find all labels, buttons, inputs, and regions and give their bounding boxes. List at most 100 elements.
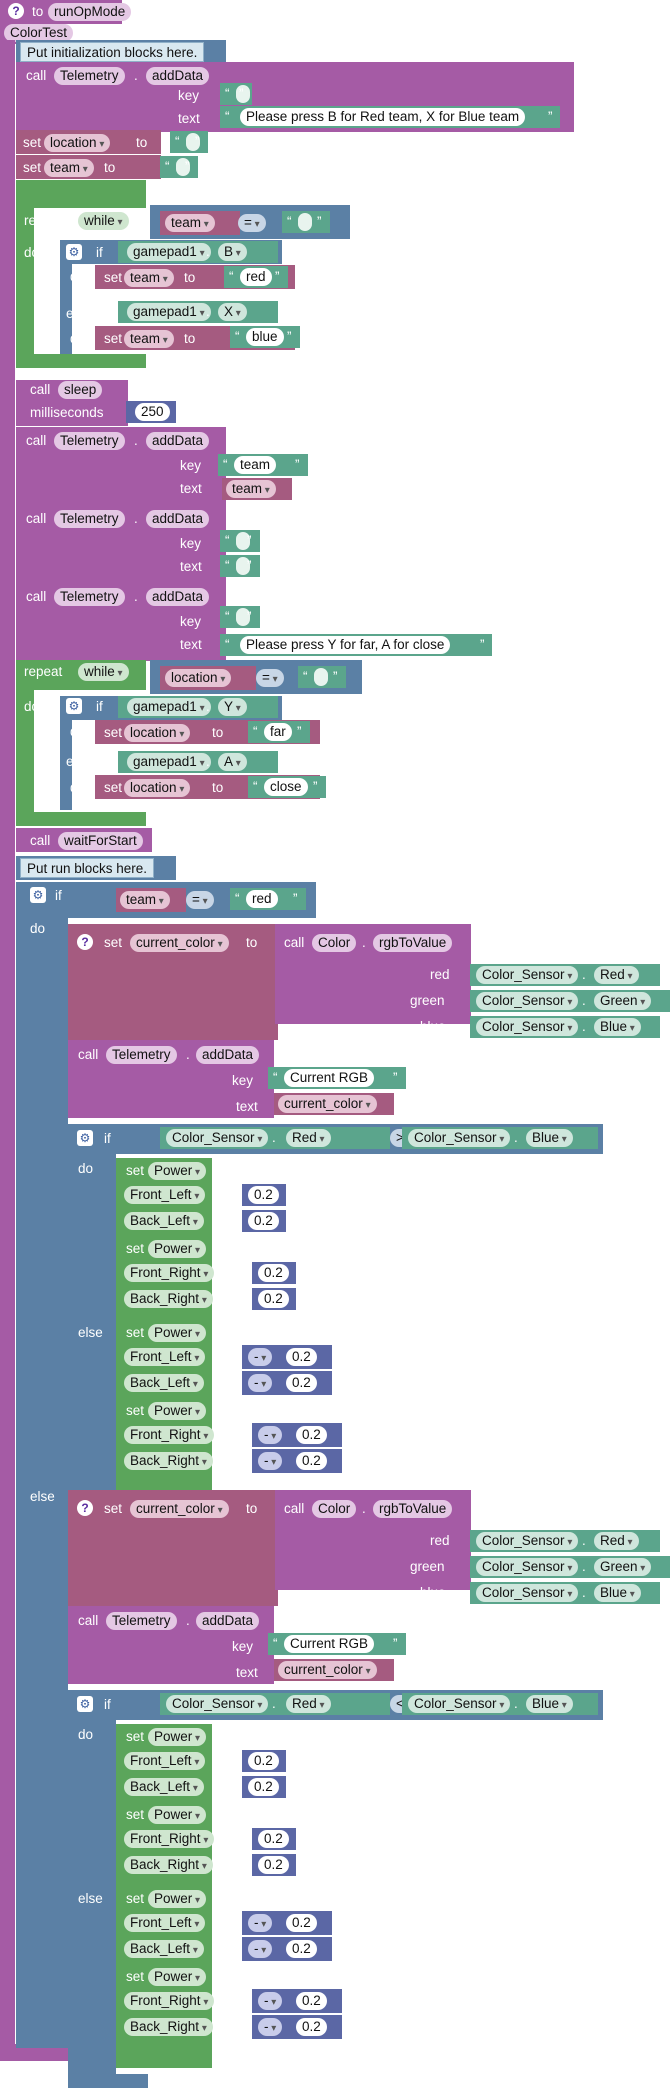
gear-icon[interactable]: ⚙ bbox=[30, 887, 46, 903]
gear-icon[interactable]: ⚙ bbox=[77, 1696, 93, 1712]
repeat-while-block[interactable] bbox=[16, 180, 146, 208]
motor-field[interactable]: Front_Left bbox=[124, 1752, 206, 1770]
team-prompt-field[interactable]: Please press B for Red team, X for Blue … bbox=[240, 108, 526, 126]
power-value-field[interactable]: 0.2 bbox=[248, 1778, 279, 1796]
procedure-name-field[interactable]: runOpMode bbox=[48, 3, 132, 21]
adddata-method-field[interactable]: addData bbox=[146, 588, 210, 606]
power-value-field[interactable]: 0.2 bbox=[248, 1186, 279, 1204]
power-property-field[interactable]: Power bbox=[148, 1728, 207, 1746]
current-color-getter-field[interactable]: current_color bbox=[278, 1661, 377, 1679]
empty-text[interactable] bbox=[298, 213, 312, 231]
motor-field[interactable]: Back_Left bbox=[124, 1778, 204, 1796]
current-color-variable-field[interactable]: current_color bbox=[130, 1500, 229, 1518]
equals-dropdown[interactable]: = bbox=[238, 214, 266, 232]
power-value-field[interactable]: 0.2 bbox=[258, 1264, 289, 1282]
negate-dropdown[interactable]: - bbox=[258, 1992, 283, 2010]
gear-icon[interactable]: ⚙ bbox=[66, 698, 82, 714]
negate-dropdown[interactable]: - bbox=[258, 2018, 283, 2036]
color-object-field[interactable]: Color bbox=[312, 1500, 357, 1518]
sensor-channel-field[interactable]: Blue bbox=[526, 1129, 573, 1147]
adddata-method-field[interactable]: addData bbox=[146, 432, 210, 450]
team-variable-field[interactable]: team bbox=[124, 269, 174, 287]
sensor-channel-field[interactable]: Red bbox=[594, 966, 639, 984]
empty-text[interactable] bbox=[314, 668, 328, 686]
color-sensor-field[interactable]: Color_Sensor bbox=[476, 1558, 579, 1576]
adddata-method-field[interactable]: addData bbox=[146, 67, 210, 85]
gamepad-field[interactable]: gamepad1 bbox=[127, 243, 211, 261]
power-value-field[interactable]: 0.2 bbox=[296, 1992, 327, 2010]
motor-field[interactable]: Front_Right bbox=[124, 1426, 215, 1444]
procedure-comment-field[interactable]: ColorTest bbox=[4, 24, 74, 42]
motor-field[interactable]: Front_Left bbox=[124, 1348, 206, 1366]
gear-icon[interactable]: ⚙ bbox=[77, 1130, 93, 1146]
negate-dropdown[interactable]: - bbox=[248, 1914, 273, 1932]
location-prompt-field[interactable]: Please press Y for far, A for close bbox=[240, 636, 451, 654]
key-value-field[interactable]: team bbox=[234, 456, 277, 474]
sensor-channel-field[interactable]: Red bbox=[594, 1532, 639, 1550]
team-value-field[interactable] bbox=[176, 158, 190, 176]
team-getter-field[interactable]: team bbox=[120, 891, 170, 909]
power-value-field[interactable]: 0.2 bbox=[248, 1752, 279, 1770]
power-value-field[interactable]: 0.2 bbox=[296, 2018, 327, 2036]
power-property-field[interactable]: Power bbox=[148, 1968, 207, 1986]
power-value-field[interactable]: 0.2 bbox=[286, 1940, 317, 1958]
motor-field[interactable]: Front_Right bbox=[124, 1264, 215, 1282]
motor-field[interactable]: Front_Left bbox=[124, 1914, 206, 1932]
power-value-field[interactable]: 0.2 bbox=[296, 1452, 327, 1470]
power-property-field[interactable]: Power bbox=[148, 1324, 207, 1342]
blue-value-field[interactable]: blue bbox=[246, 328, 284, 346]
telemetry-object-field[interactable]: Telemetry bbox=[54, 588, 125, 606]
negate-dropdown[interactable]: - bbox=[248, 1374, 273, 1392]
red-text[interactable]: red bbox=[246, 890, 278, 908]
color-object-field[interactable]: Color bbox=[312, 934, 357, 952]
sensor-channel-field[interactable]: Green bbox=[594, 992, 652, 1010]
team-variable-field[interactable]: team bbox=[124, 330, 174, 348]
current-color-variable-field[interactable]: current_color bbox=[130, 934, 229, 952]
team-variable-field[interactable]: team bbox=[44, 159, 94, 177]
negate-dropdown[interactable]: - bbox=[258, 1452, 283, 1470]
sensor-channel-field[interactable]: Red bbox=[286, 1695, 331, 1713]
telemetry-object-field[interactable]: Telemetry bbox=[106, 1046, 177, 1064]
color-sensor-field[interactable]: Color_Sensor bbox=[476, 1584, 579, 1602]
help-icon[interactable]: ? bbox=[8, 3, 24, 19]
button-a-field[interactable]: A bbox=[218, 753, 247, 771]
gear-icon[interactable]: ⚙ bbox=[66, 244, 82, 260]
location-getter-field[interactable]: location bbox=[165, 669, 232, 687]
rgbtovalue-method-field[interactable]: rgbToValue bbox=[373, 934, 453, 952]
while-dropdown[interactable]: while bbox=[78, 663, 129, 681]
power-value-field[interactable]: 0.2 bbox=[258, 1856, 289, 1874]
motor-field[interactable]: Back_Right bbox=[124, 1856, 213, 1874]
sensor-channel-field[interactable]: Red bbox=[286, 1129, 331, 1147]
gamepad-field[interactable]: gamepad1 bbox=[127, 698, 211, 716]
power-value-field[interactable]: 0.2 bbox=[258, 1830, 289, 1848]
close-value-field[interactable]: close bbox=[264, 778, 308, 796]
gamepad-field[interactable]: gamepad1 bbox=[127, 303, 211, 321]
telemetry-object-field[interactable]: Telemetry bbox=[54, 432, 125, 450]
init-comment[interactable]: Put initialization blocks here. bbox=[20, 42, 205, 62]
telemetry-object-field[interactable]: Telemetry bbox=[54, 510, 125, 528]
sensor-channel-field[interactable]: Green bbox=[594, 1558, 652, 1576]
motor-field[interactable]: Back_Right bbox=[124, 1452, 213, 1470]
while-dropdown[interactable]: while bbox=[78, 212, 129, 230]
color-sensor-field[interactable]: Color_Sensor bbox=[476, 1532, 579, 1550]
negate-dropdown[interactable]: - bbox=[248, 1940, 273, 1958]
color-sensor-field[interactable]: Color_Sensor bbox=[166, 1695, 269, 1713]
key-value-field[interactable]: Current RGB bbox=[284, 1635, 375, 1653]
button-x-field[interactable]: X bbox=[218, 303, 247, 321]
power-value-field[interactable]: 0.2 bbox=[296, 1426, 327, 1444]
help-icon[interactable]: ? bbox=[77, 934, 93, 950]
motor-field[interactable]: Back_Left bbox=[124, 1374, 204, 1392]
power-property-field[interactable]: Power bbox=[148, 1240, 207, 1258]
power-value-field[interactable]: 0.2 bbox=[286, 1914, 317, 1932]
sleep-method-field[interactable]: sleep bbox=[58, 381, 103, 399]
help-icon[interactable]: ? bbox=[77, 1500, 93, 1516]
text-value-field[interactable] bbox=[236, 557, 250, 575]
power-value-field[interactable]: 0.2 bbox=[258, 1290, 289, 1308]
run-comment[interactable]: Put run blocks here. bbox=[20, 858, 155, 878]
motor-field[interactable]: Back_Left bbox=[124, 1940, 204, 1958]
color-sensor-field[interactable]: Color_Sensor bbox=[476, 966, 579, 984]
motor-field[interactable]: Back_Left bbox=[124, 1212, 204, 1230]
motor-field[interactable]: Back_Right bbox=[124, 2018, 213, 2036]
motor-field[interactable]: Front_Right bbox=[124, 1830, 215, 1848]
